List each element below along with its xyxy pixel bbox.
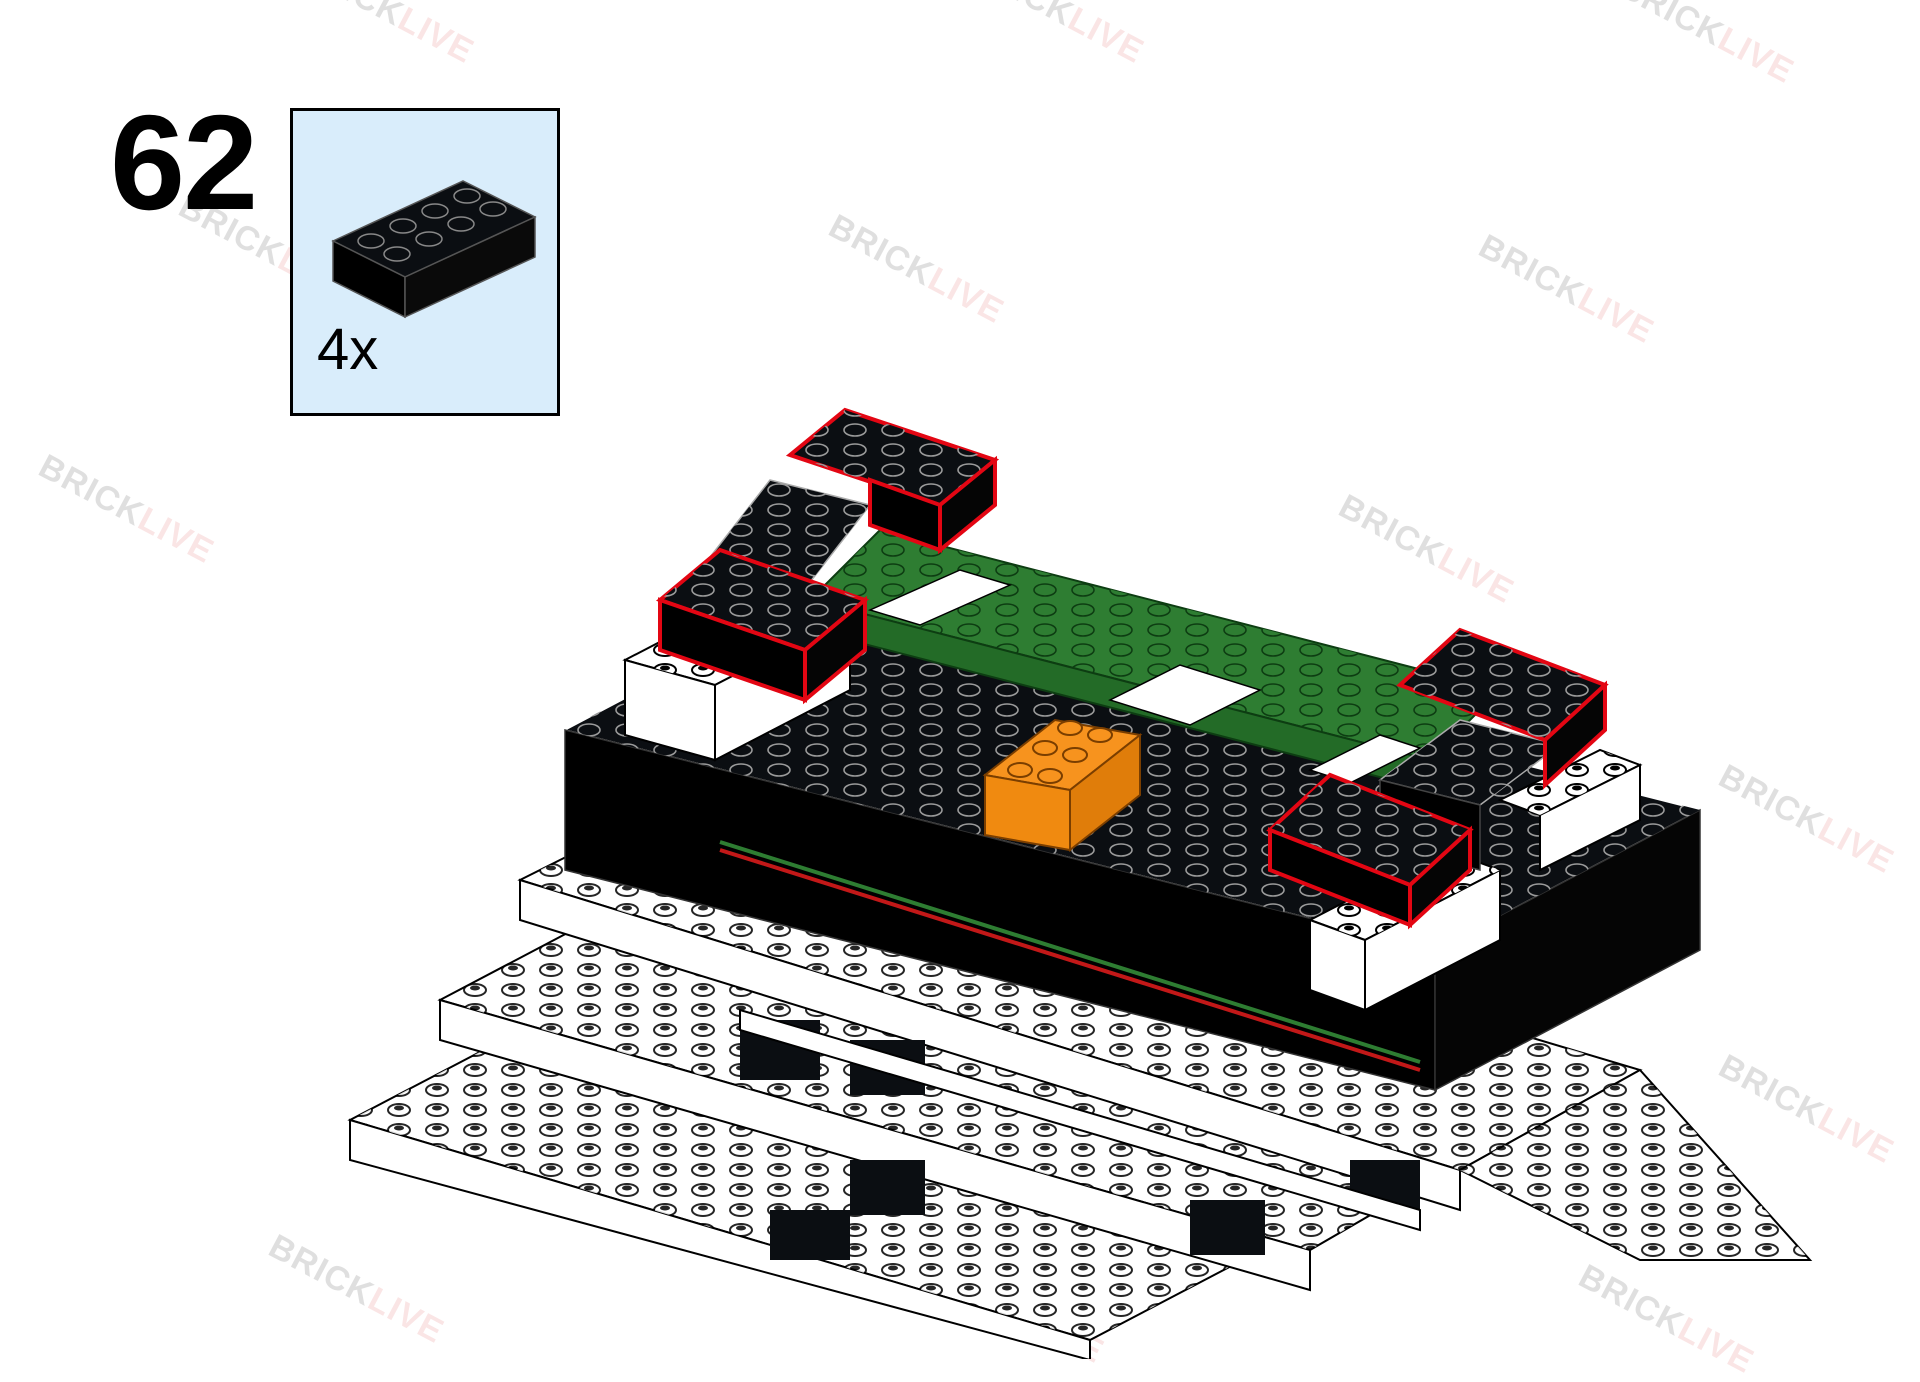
- new-brick-back-left: [785, 407, 1000, 555]
- orange-brick: [982, 718, 1143, 853]
- green-plates: [808, 528, 1502, 792]
- part-brick-2x4-icon: [331, 180, 537, 319]
- part-quantity: 4x: [317, 317, 379, 382]
- parts-callout: 4x: [290, 108, 560, 416]
- new-brick-front-right: [1266, 772, 1474, 930]
- step-number: 62: [110, 87, 258, 238]
- new-brick-back-right: [1396, 627, 1609, 790]
- new-brick-front-left: [655, 547, 870, 705]
